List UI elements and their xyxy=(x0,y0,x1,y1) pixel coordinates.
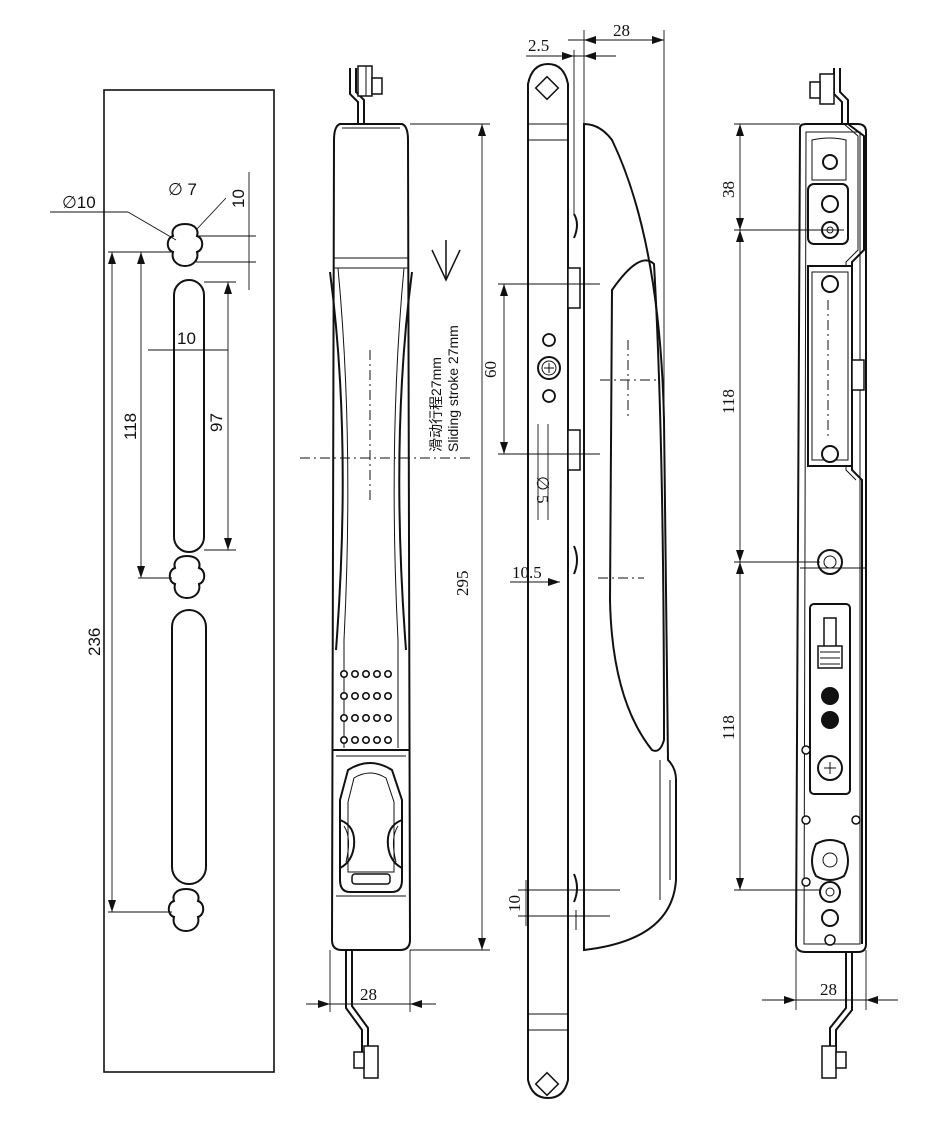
dim-dia10: ∅10 xyxy=(62,193,96,212)
dim-38: 38 xyxy=(719,181,738,198)
dim-97: 97 xyxy=(207,413,226,432)
grip-dot xyxy=(350,669,359,678)
grip-dot xyxy=(350,735,359,744)
dim-118-back-bottom: 118 xyxy=(719,715,738,740)
grip-dot xyxy=(350,691,359,700)
dim-28-front: 28 xyxy=(360,985,377,1004)
handle-back-view: 38 118 118 28 xyxy=(719,68,898,1079)
trigger-grip xyxy=(339,762,403,893)
keyhole-hole-top xyxy=(166,222,204,268)
back-body xyxy=(794,123,867,953)
dim-236: 236 xyxy=(85,628,104,656)
handle-body xyxy=(330,123,412,951)
grip-dot xyxy=(361,713,370,722)
dim-295: 295 xyxy=(453,571,472,597)
slot-lower xyxy=(171,609,207,885)
keyhole-hole-middle xyxy=(168,554,206,600)
grip-dot xyxy=(361,669,370,678)
grip-dot xyxy=(383,713,392,722)
dim-10-side: 10 xyxy=(505,895,524,912)
grip-dot xyxy=(383,735,392,744)
slot-upper xyxy=(173,279,205,553)
grip-dot xyxy=(350,713,359,722)
dim-28-side: 28 xyxy=(613,21,630,40)
mounting-plate xyxy=(103,89,275,1073)
handle-front-view: 滑动行程27mm Sliding stroke 27mm 295 28 xyxy=(300,65,490,1079)
keyhole-hole-bottom xyxy=(167,887,205,933)
sliding-stroke-cn: 滑动行程27mm xyxy=(428,357,444,452)
base-rail xyxy=(527,62,569,1100)
grip-dot xyxy=(372,713,381,722)
sliding-stroke-en: Sliding stroke 27mm xyxy=(445,325,461,452)
grip-dot xyxy=(339,735,348,744)
dim-dia7: ∅ 7 xyxy=(168,180,197,199)
grip-dot xyxy=(339,669,348,678)
grip-dot xyxy=(339,713,348,722)
dim-60: 60 xyxy=(481,361,500,378)
dim-10-top: 10 xyxy=(229,189,248,208)
dot-grid xyxy=(339,669,392,744)
dim-10-slot: 10 xyxy=(177,329,196,348)
grip-dot xyxy=(383,691,392,700)
grip-dot xyxy=(383,669,392,678)
handle-side-view: 28 2.5 60 ∅ 5 10.5 10 xyxy=(481,21,677,1100)
grip-dot xyxy=(372,735,381,744)
grip-dot xyxy=(372,669,381,678)
grip-dot xyxy=(361,691,370,700)
cutout-plate-view: ∅10 ∅ 7 10 10 118 97 236 xyxy=(50,89,275,1073)
dim-118-back-top: 118 xyxy=(719,389,738,414)
grip-dot xyxy=(339,691,348,700)
grip-dot xyxy=(361,735,370,744)
grip-dot xyxy=(372,691,381,700)
dim-2-5: 2.5 xyxy=(528,36,549,55)
dim-dia5: ∅ 5 xyxy=(533,476,552,504)
dim-10-5: 10.5 xyxy=(512,563,542,582)
dim-118-left: 118 xyxy=(121,413,140,440)
dim-28-back: 28 xyxy=(820,980,837,999)
